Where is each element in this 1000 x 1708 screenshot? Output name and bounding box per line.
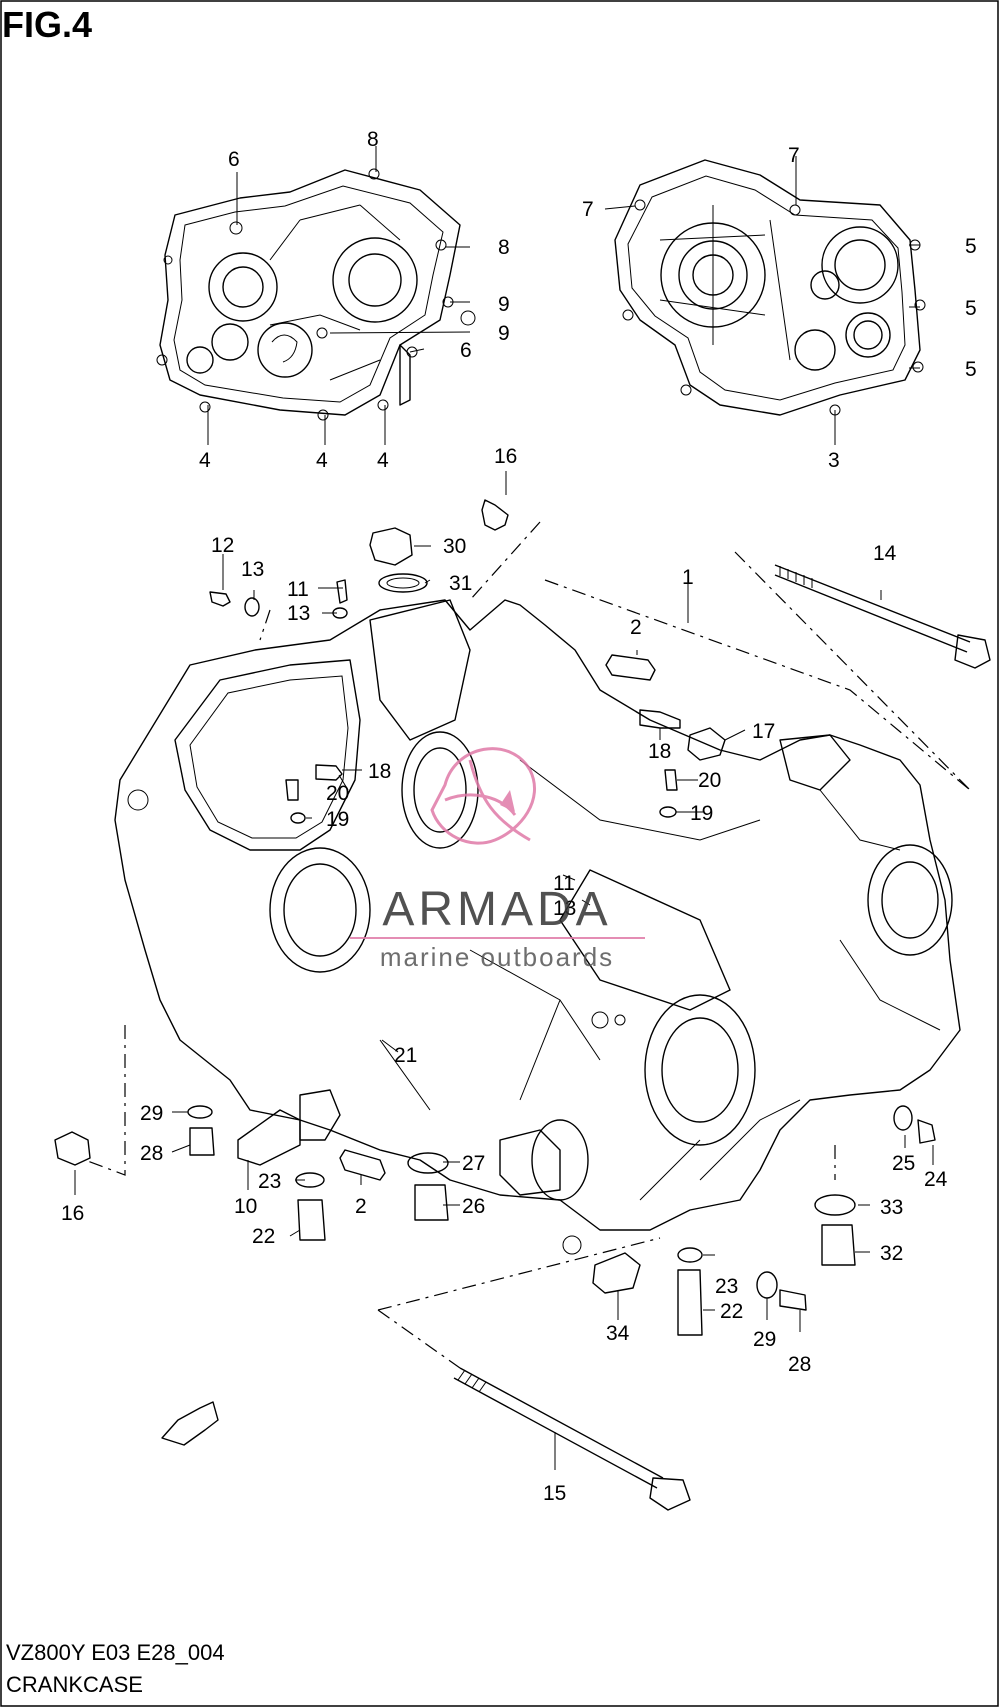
callout-16a: 16 xyxy=(494,445,517,468)
callout-34: 34 xyxy=(606,1322,630,1345)
callout-9b: 9 xyxy=(498,322,510,345)
callout-7a: 7 xyxy=(582,198,594,221)
callout-28a: 28 xyxy=(140,1142,163,1165)
callout-18b: 18 xyxy=(368,760,391,783)
callout-13a: 13 xyxy=(241,558,264,581)
callout-labels: 6 8 8 9 9 6 4 4 4 7 7 5 5 5 3 16 12 13 3… xyxy=(61,128,977,1505)
callout-11b: 11 xyxy=(553,872,575,895)
callout-23b: 23 xyxy=(715,1275,738,1298)
callout-20a: 20 xyxy=(698,769,721,792)
callout-19a: 19 xyxy=(326,808,349,831)
watermark: ARMADA marine outboards xyxy=(350,747,645,972)
armada-logo-icon xyxy=(430,747,537,845)
callout-22a: 22 xyxy=(252,1225,275,1248)
callout-4b: 4 xyxy=(316,449,328,472)
callout-31: 31 xyxy=(449,572,472,595)
callout-18a: 18 xyxy=(648,740,671,763)
callout-30: 30 xyxy=(443,535,466,558)
callout-3: 3 xyxy=(828,449,840,472)
leader-lines xyxy=(74,146,934,1470)
callout-19b: 19 xyxy=(690,802,713,825)
callout-24: 24 xyxy=(924,1168,948,1191)
crankcase-half-right-view xyxy=(614,159,926,416)
assembly-lines xyxy=(84,521,971,1369)
callout-6a: 6 xyxy=(228,148,240,171)
callout-29a: 29 xyxy=(140,1102,163,1125)
callout-27: 27 xyxy=(462,1152,485,1175)
callout-6b: 6 xyxy=(460,339,472,362)
callout-8b: 8 xyxy=(498,236,510,259)
callout-13c: 13 xyxy=(553,897,576,920)
callout-2a: 2 xyxy=(630,616,642,639)
callout-22b: 22 xyxy=(720,1300,743,1323)
callout-2b: 2 xyxy=(355,1195,367,1218)
figure-title: FIG.4 xyxy=(2,4,93,45)
drawing-code: VZ800Y E03 E28_004 xyxy=(6,1640,225,1665)
callout-14: 14 xyxy=(873,542,897,565)
crankcase-half-left-view xyxy=(156,168,476,421)
callout-29b: 29 xyxy=(753,1328,776,1351)
callout-15: 15 xyxy=(543,1482,566,1505)
callout-17: 17 xyxy=(752,720,775,743)
callout-26: 26 xyxy=(462,1195,485,1218)
callout-28b: 28 xyxy=(788,1353,811,1376)
callout-25: 25 xyxy=(892,1152,915,1175)
crankcase-assembly xyxy=(114,599,961,1255)
callout-5c: 5 xyxy=(965,358,977,381)
callout-13b: 13 xyxy=(287,602,310,625)
callout-4c: 4 xyxy=(377,449,389,472)
callout-16b: 16 xyxy=(61,1202,84,1225)
figure-caption: CRANKCASE xyxy=(6,1672,143,1697)
callout-7b: 7 xyxy=(788,144,800,167)
watermark-tagline: marine outboards xyxy=(380,942,614,972)
watermark-brand: ARMADA xyxy=(382,883,611,936)
callout-1: 1 xyxy=(682,566,694,589)
callout-4a: 4 xyxy=(199,449,211,472)
callout-9a: 9 xyxy=(498,293,510,316)
callout-23a: 23 xyxy=(258,1170,281,1193)
callout-8a: 8 xyxy=(367,128,379,151)
callout-5b: 5 xyxy=(965,297,977,320)
callout-5a: 5 xyxy=(965,235,977,258)
callout-10: 10 xyxy=(234,1195,257,1218)
callout-32: 32 xyxy=(880,1242,903,1265)
callout-33: 33 xyxy=(880,1196,903,1219)
fwd-arrow-icon xyxy=(161,1401,219,1446)
callout-21: 21 xyxy=(394,1044,417,1067)
callout-11a: 11 xyxy=(287,578,309,601)
small-parts xyxy=(54,499,991,1511)
callout-12: 12 xyxy=(211,534,234,557)
callout-20b: 20 xyxy=(326,782,349,805)
